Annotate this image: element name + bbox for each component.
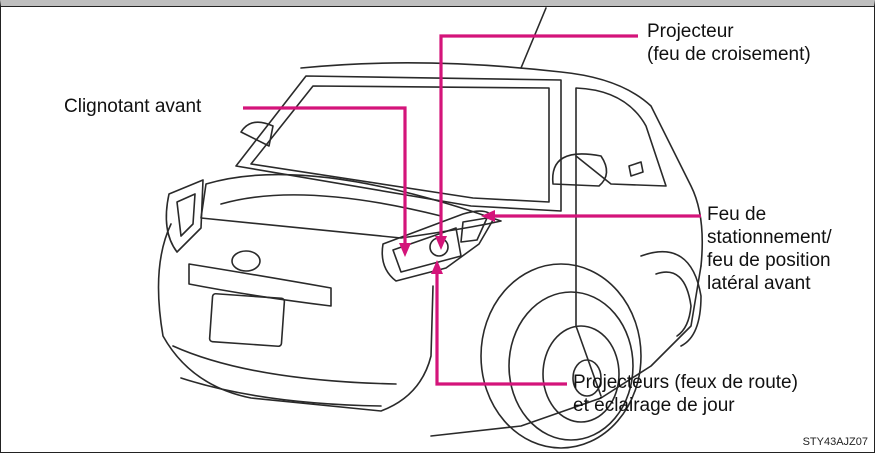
rear-wheel (640, 251, 702, 347)
hood (200, 173, 502, 239)
label-feu-de-stationnement: Feu de stationnement/ feu de position la… (707, 204, 832, 294)
leader-projecteur (439, 34, 638, 242)
right-headlight (381, 210, 494, 282)
arrowhead-route (431, 260, 443, 274)
body-side (430, 265, 702, 437)
front-fascia (157, 223, 434, 412)
lower-intake (172, 345, 397, 385)
logo-emblem (231, 250, 261, 272)
side-mirror (552, 153, 608, 187)
roof-outline (300, 62, 703, 267)
left-mirror (240, 121, 274, 147)
label-projecteur: Projecteur (feu de croisement) (647, 21, 811, 65)
side-window (575, 87, 667, 187)
label-clignotant-avant: Clignotant avant (64, 96, 202, 117)
front-wheel-arch (480, 263, 642, 449)
antenna (520, 7, 547, 69)
leader-route (435, 268, 567, 386)
label-projecteurs-route: Projecteurs (feux de route) et éclairage… (573, 372, 798, 416)
arrowhead-clignotant (399, 243, 411, 257)
frame-top-rule (1, 6, 874, 7)
front-rim (542, 325, 620, 423)
figure-code: STY43AJZ07 (802, 436, 868, 448)
leader-clignotant (243, 106, 407, 249)
windshield-inner (250, 85, 550, 203)
license-plate (208, 292, 286, 348)
left-headlight (165, 179, 204, 253)
car-illustration (157, 7, 703, 449)
front-tire (508, 291, 634, 441)
arrowhead-stationnement (481, 210, 495, 222)
arrowhead-projecteur (435, 236, 447, 250)
door-handle (628, 161, 644, 177)
front-grille (188, 263, 332, 307)
